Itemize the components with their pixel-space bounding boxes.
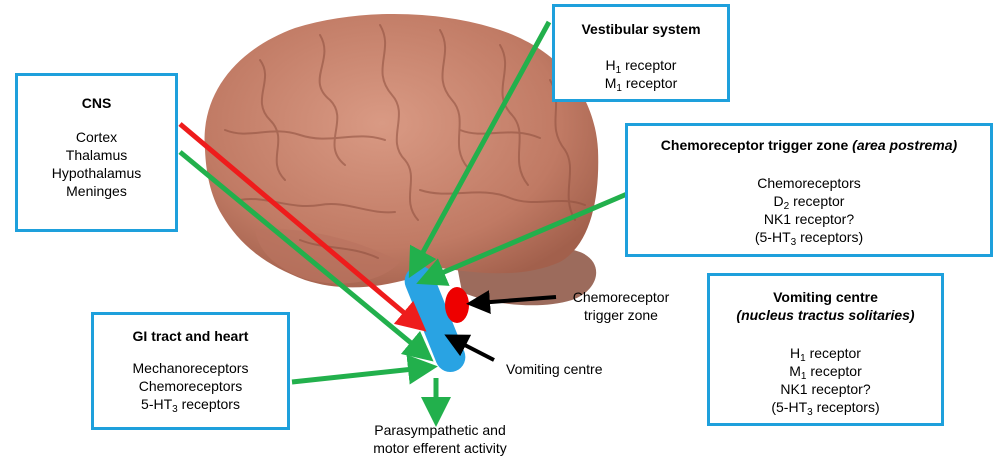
vestibular-line: H1 receptor: [555, 56, 727, 74]
vc-subtitle: (nucleus tractus solitaries): [710, 306, 941, 324]
cns-box: CNS Cortex Thalamus Hypothalamus Meninge…: [15, 73, 178, 232]
vomiting-centre-label: Vomiting centre: [506, 360, 603, 378]
vestibular-title: Vestibular system: [555, 20, 727, 38]
cns-line: Thalamus: [18, 146, 175, 164]
gi-line: Mechanoreceptors: [94, 359, 287, 377]
vc-title: Vomiting centre: [710, 288, 941, 306]
ctz-line: D2 receptor: [628, 192, 990, 210]
vestibular-box: Vestibular system H1 receptor M1 recepto…: [552, 4, 730, 102]
gi-box: GI tract and heart Mechanoreceptors Chem…: [91, 312, 290, 430]
cns-line: Meninges: [18, 182, 175, 200]
ctz-line: (5-HT3 receptors): [628, 228, 990, 246]
ctz-line: Chemoreceptors: [628, 174, 990, 192]
output-label: Parasympathetic and motor efferent activ…: [340, 421, 540, 457]
vc-line: (5-HT3 receptors): [710, 398, 941, 416]
vc-line: NK1 receptor?: [710, 380, 941, 398]
gi-title: GI tract and heart: [94, 327, 287, 345]
cns-line: Hypothalamus: [18, 164, 175, 182]
ctz-label: Chemoreceptor trigger zone: [556, 288, 686, 324]
ctz-box: Chemoreceptor trigger zone (area postrem…: [625, 123, 993, 257]
green-arrow-gi: [292, 368, 423, 382]
cns-line: Cortex: [18, 128, 175, 146]
ctz-line: NK1 receptor?: [628, 210, 990, 228]
vc-line: M1 receptor: [710, 362, 941, 380]
gi-line: 5-HT3 receptors: [94, 395, 287, 413]
cns-title: CNS: [18, 94, 175, 112]
vestibular-line: M1 receptor: [555, 74, 727, 92]
ctz-marker: [445, 287, 469, 323]
gi-line: Chemoreceptors: [94, 377, 287, 395]
vc-box: Vomiting centre (nucleus tractus solitar…: [707, 273, 944, 426]
ctz-title: Chemoreceptor trigger zone (area postrem…: [628, 136, 990, 154]
vc-line: H1 receptor: [710, 344, 941, 362]
